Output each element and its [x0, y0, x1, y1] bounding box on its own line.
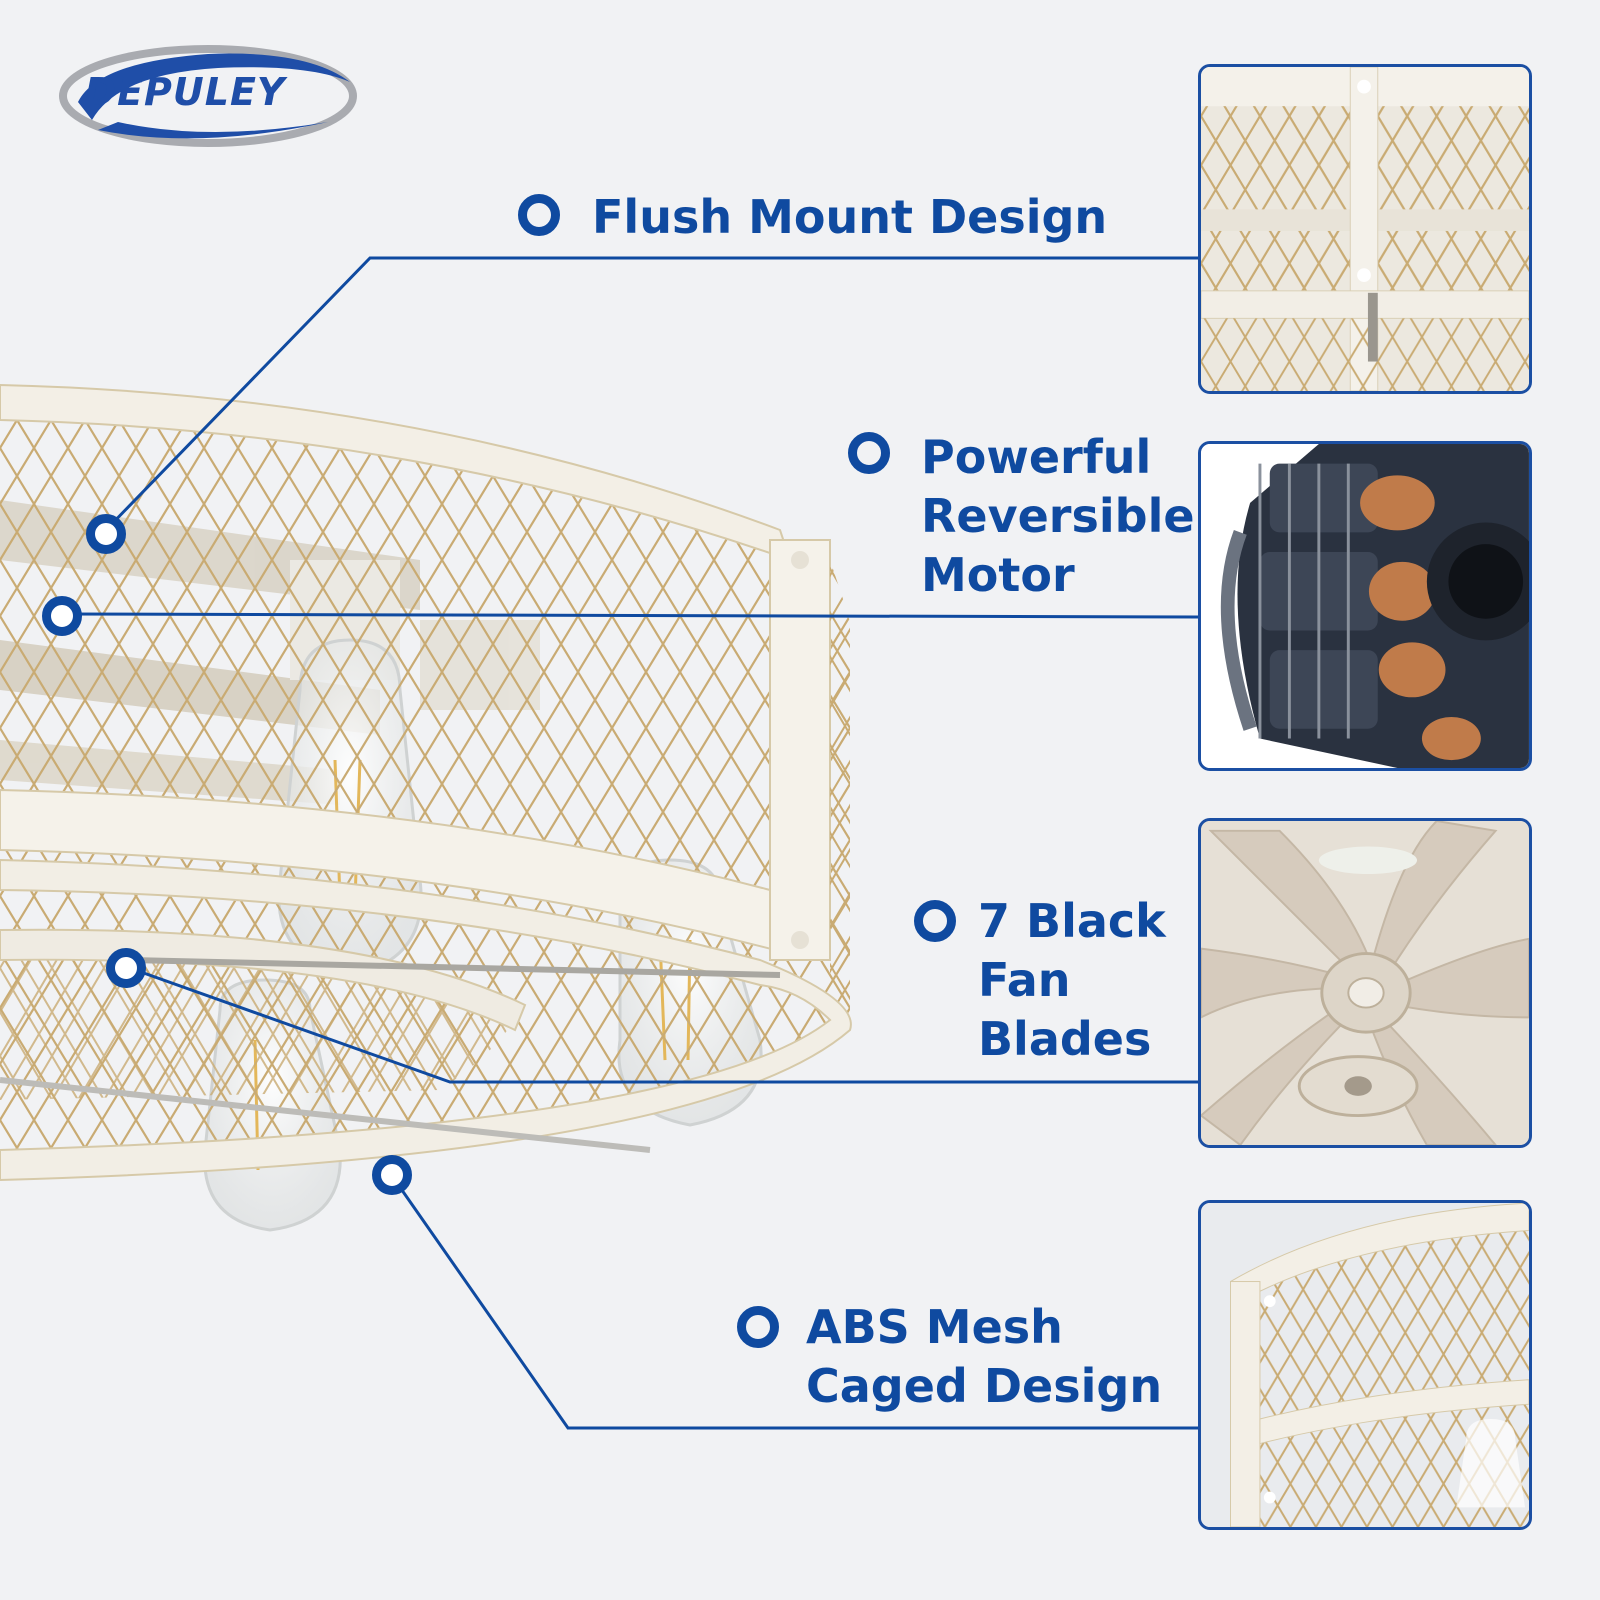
feature-mesh-label: ABS Mesh Caged Design	[806, 1298, 1162, 1416]
feature-line: Motor	[921, 548, 1075, 602]
feature-line: Flush Mount Design	[592, 190, 1108, 244]
feature-line: ABS Mesh	[806, 1300, 1063, 1354]
callout-dot-motor	[42, 596, 82, 636]
feature-line: Fan	[978, 953, 1071, 1007]
feature-line: 7 Black	[978, 894, 1166, 948]
thumb-motor-image	[1201, 444, 1529, 768]
ring-bullet-icon	[518, 194, 560, 236]
feature-line: Blades	[978, 1012, 1152, 1066]
callout-dot-blades	[106, 948, 146, 988]
thumb-mesh-cage-image	[1201, 1203, 1529, 1527]
feature-line: Powerful	[921, 430, 1152, 484]
thumb-flush-mount	[1198, 64, 1532, 394]
thumb-flush-mount-image	[1201, 67, 1529, 391]
ring-bullet-icon	[848, 432, 890, 474]
thumb-fan-blades	[1198, 818, 1532, 1148]
ring-bullet-icon	[737, 1306, 779, 1348]
feature-line: Caged Design	[806, 1359, 1163, 1413]
feature-flush-mount-label: Flush Mount Design	[592, 188, 1107, 247]
logo-text: DEPULEY	[84, 70, 286, 114]
thumb-motor	[1198, 441, 1532, 771]
thumb-mesh-cage	[1198, 1200, 1532, 1530]
feature-motor-label: Powerful Reversible Motor	[921, 428, 1195, 605]
feature-line: Reversible	[921, 489, 1195, 543]
ring-bullet-icon	[914, 900, 956, 942]
logo-swoosh-icon	[59, 45, 357, 147]
feature-blades-label: 7 Black Fan Blades	[978, 892, 1166, 1069]
callout-dot-flush-mount	[86, 514, 126, 554]
callout-dot-mesh	[372, 1155, 412, 1195]
thumb-fan-blades-image	[1201, 821, 1529, 1145]
